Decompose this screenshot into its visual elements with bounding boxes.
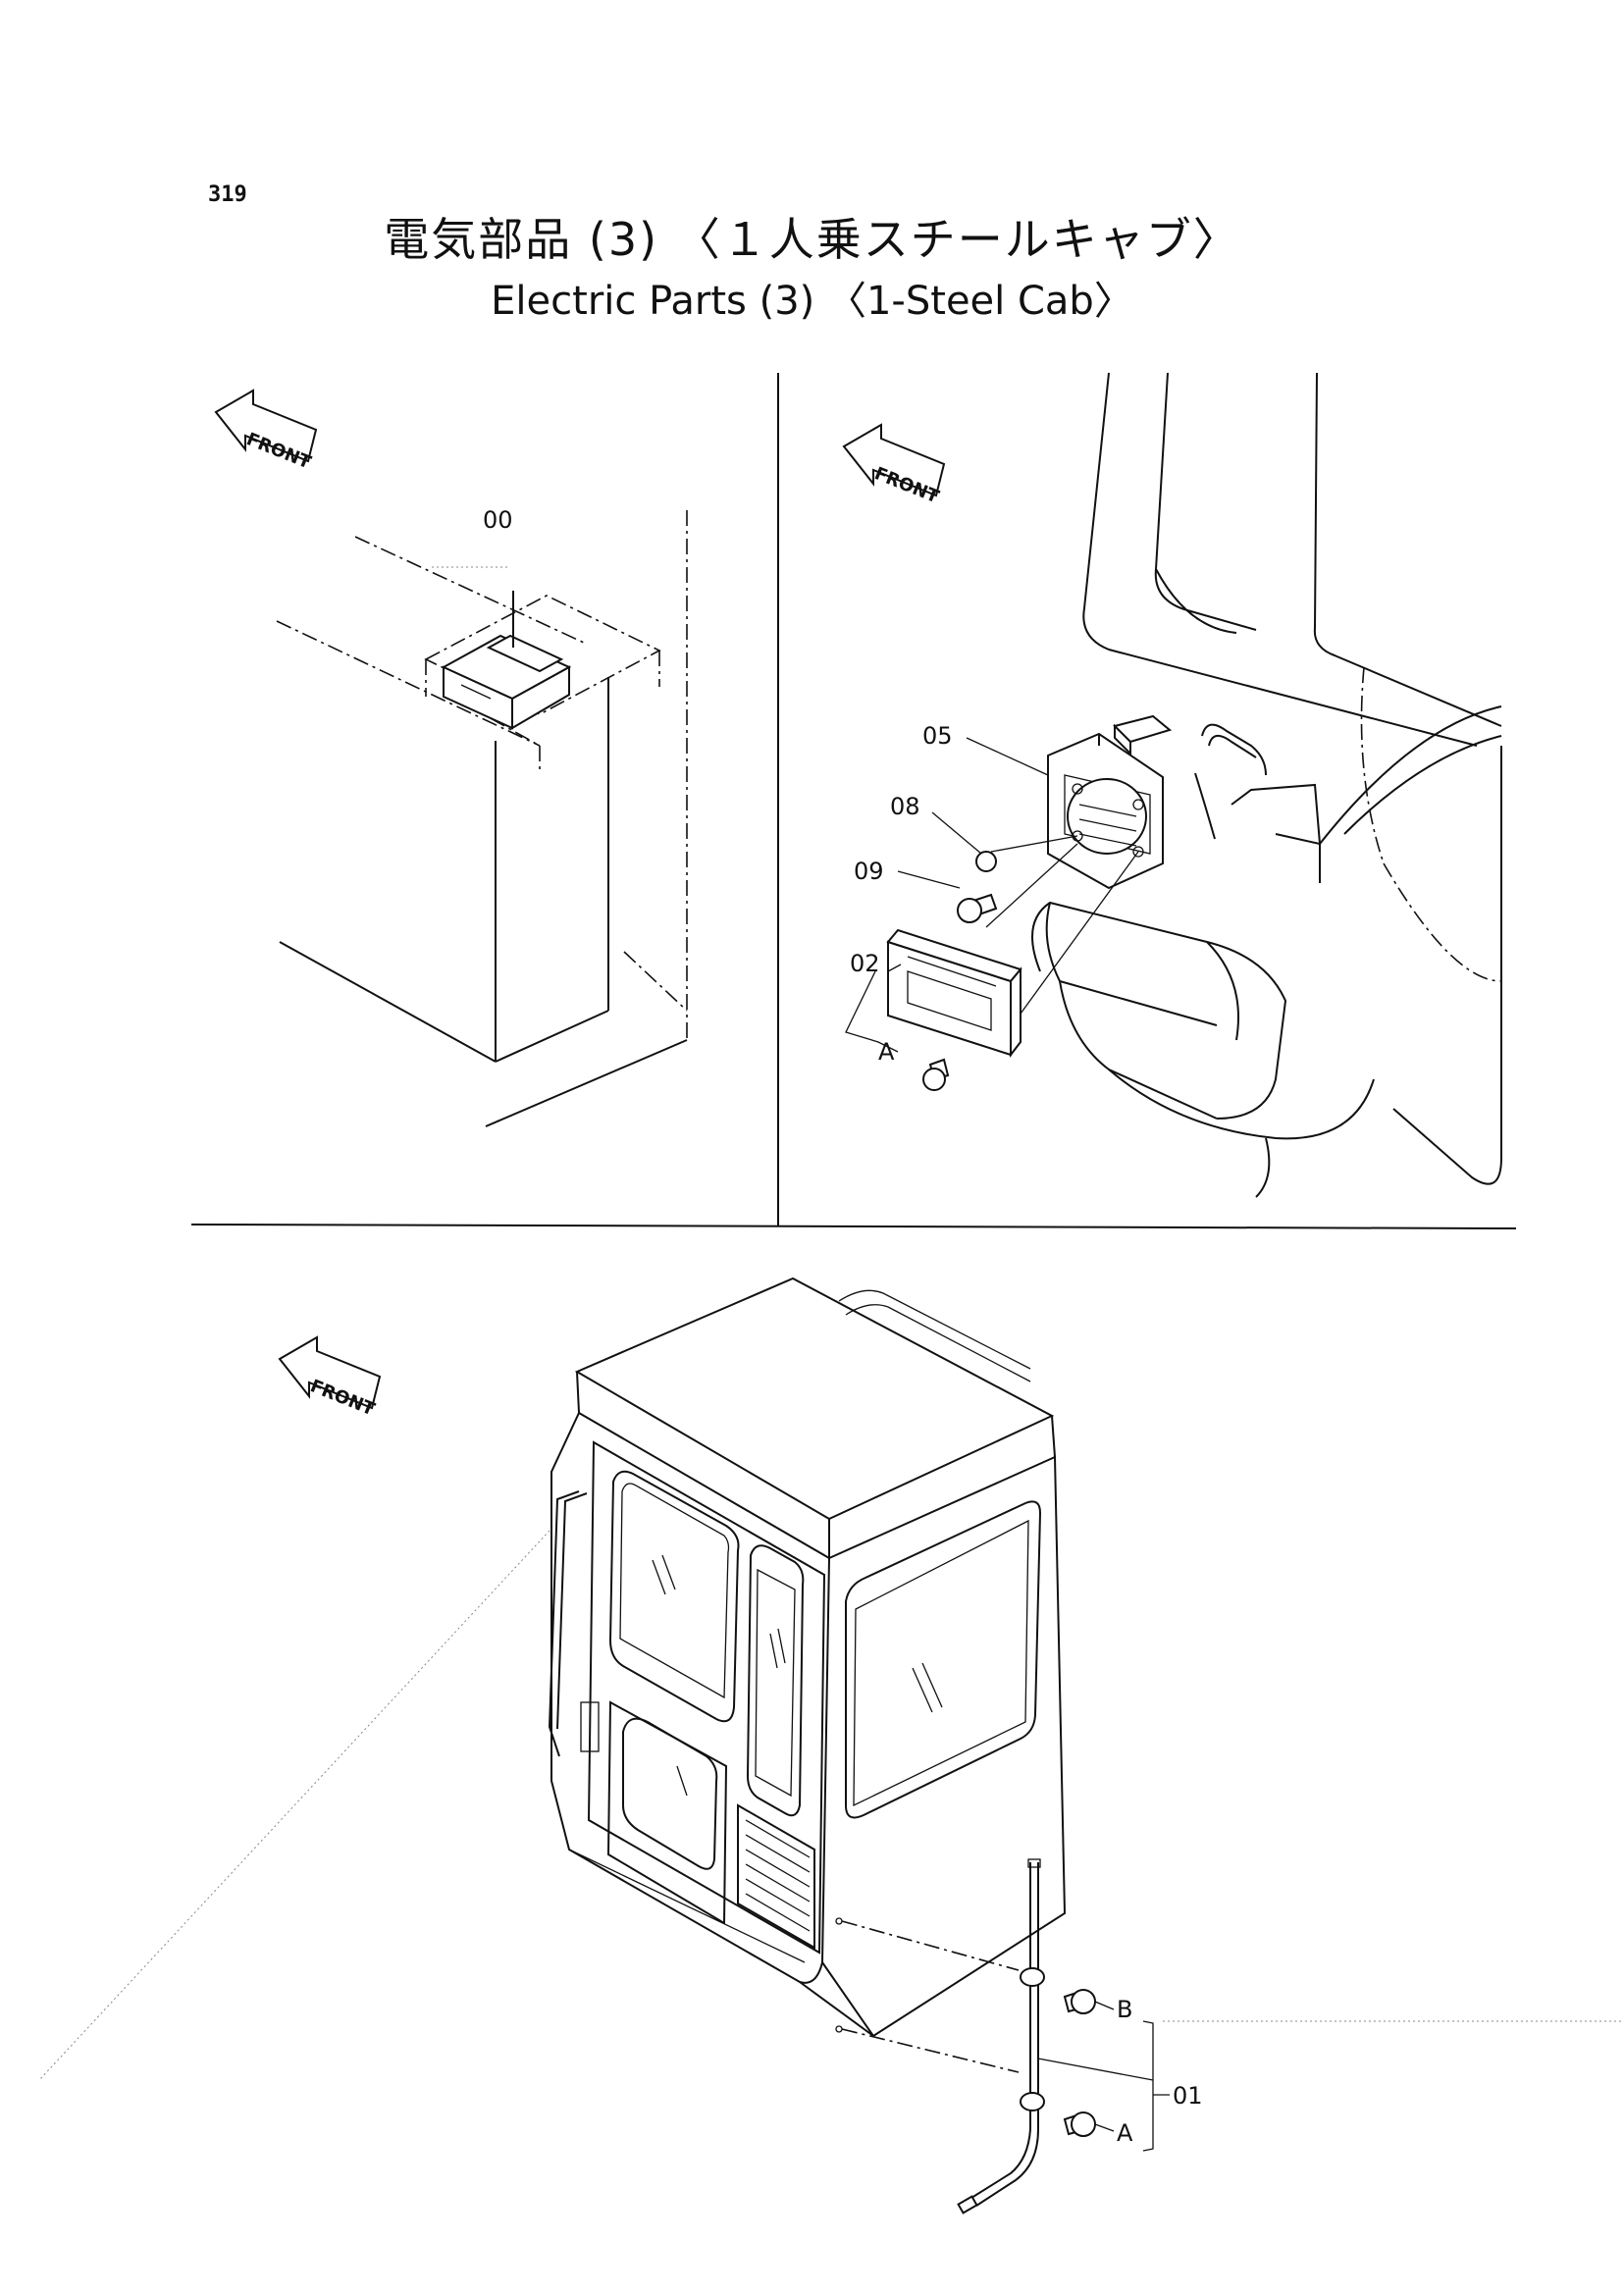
relay-mount-drawing: [276, 510, 688, 1127]
cab-interior-drawing: [845, 372, 1502, 1198]
callout-09: 09: [854, 858, 884, 885]
callout-00: 00: [483, 506, 513, 534]
callout-08: 08: [890, 793, 920, 820]
steel-cab-drawing: [38, 1277, 1624, 2215]
page-title-japanese: 電気部品 (3) 〈１人乗スチールキャブ〉: [384, 213, 1240, 266]
page-title-english: Electric Parts (3) 〈1-Steel Cab〉: [491, 279, 1133, 324]
callout-A-bottom: A: [1117, 2119, 1133, 2147]
callout-05: 05: [922, 722, 953, 750]
page-number: 319: [208, 182, 247, 207]
callout-A-top: A: [878, 1038, 895, 1066]
callout-02: 02: [850, 950, 880, 977]
front-arrow-bottom: FRONT: [278, 1335, 382, 1421]
callout-01: 01: [1173, 2082, 1203, 2110]
callout-B: B: [1117, 1996, 1132, 2023]
front-arrow-top-right: FRONT: [842, 423, 946, 508]
panel-divider-horizontal: [190, 1224, 1517, 1229]
front-arrow-top-left: FRONT: [214, 389, 318, 474]
